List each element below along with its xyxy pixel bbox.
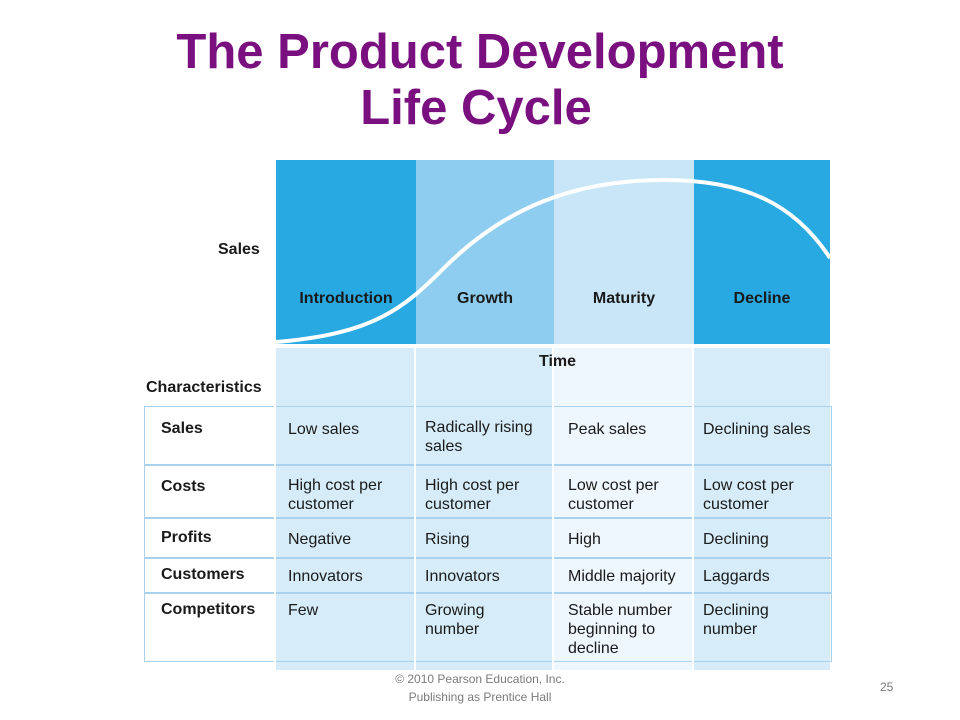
x-axis-label: Time xyxy=(539,353,577,370)
cell-costs-decline: Low cost per customer xyxy=(703,477,794,513)
cell-sales-decline: Declining sales xyxy=(703,421,811,438)
stage-label-introduction: Introduction xyxy=(299,290,393,307)
cell-competitors-introduction: Few xyxy=(288,602,319,619)
cell-costs-growth: High cost per customer xyxy=(425,477,520,513)
copyright-footer: © 2010 Pearson Education, Inc. Publishin… xyxy=(340,670,620,706)
column-bg-introduction xyxy=(276,348,414,670)
column-divider xyxy=(552,348,554,670)
column-bg-maturity xyxy=(554,348,692,670)
cell-costs-maturity: Low cost per customer xyxy=(568,477,659,513)
cell-profits-maturity: High xyxy=(568,531,601,548)
life-cycle-diagram: Introduction Growth Maturity Decline Sal… xyxy=(144,158,832,670)
cell-customers-growth: Innovators xyxy=(425,568,500,585)
row-divider xyxy=(144,557,832,559)
sales-curve-path xyxy=(275,177,832,344)
band-growth xyxy=(416,160,554,344)
column-divider xyxy=(274,348,276,670)
row-label-costs: Costs xyxy=(161,478,206,495)
title-line-2: Life Cycle xyxy=(360,81,592,135)
slide-title: The Product Development Life Cycle xyxy=(0,24,960,136)
page-number: 25 xyxy=(880,680,894,694)
band-introduction xyxy=(276,160,416,344)
characteristics-table xyxy=(144,406,832,662)
column-divider xyxy=(692,348,694,670)
cell-customers-maturity: Middle majority xyxy=(568,568,676,585)
y-axis-label: Sales xyxy=(218,241,260,258)
stage-label-decline: Decline xyxy=(733,290,791,307)
cell-costs-introduction: High cost per customer xyxy=(288,477,383,513)
cell-sales-introduction: Low sales xyxy=(288,421,360,438)
cell-customers-decline: Laggards xyxy=(703,568,770,585)
stage-label-growth: Growth xyxy=(457,290,513,307)
column-bg-growth xyxy=(416,348,552,670)
band-decline xyxy=(694,160,830,344)
cell-competitors-decline: Declining number xyxy=(703,602,769,638)
row-divider xyxy=(144,517,832,519)
row-label-customers: Customers xyxy=(161,566,245,583)
sales-curve xyxy=(275,177,832,344)
row-divider xyxy=(144,592,832,594)
cell-sales-maturity: Peak sales xyxy=(568,421,647,438)
cell-profits-growth: Rising xyxy=(425,531,470,548)
title-line-1: The Product Development xyxy=(176,25,784,79)
row-label-competitors: Competitors xyxy=(161,601,256,618)
row-label-sales: Sales xyxy=(161,420,203,437)
stage-label-maturity: Maturity xyxy=(592,290,656,307)
cell-profits-decline: Declining xyxy=(703,531,769,548)
row-label-profits: Profits xyxy=(161,529,212,546)
column-bg-decline xyxy=(694,348,830,670)
cell-competitors-maturity: Stable number beginning to decline xyxy=(568,602,673,657)
column-divider xyxy=(414,348,416,670)
cell-competitors-growth: Growing number xyxy=(425,602,485,638)
copyright-line-2: Publishing as Prentice Hall xyxy=(408,690,552,704)
cell-customers-introduction: Innovators xyxy=(288,568,363,585)
copyright-line-1: © 2010 Pearson Education, Inc. xyxy=(395,672,565,686)
cell-profits-introduction: Negative xyxy=(288,531,352,548)
characteristics-label: Characteristics xyxy=(146,379,262,396)
row-divider xyxy=(144,464,832,466)
cell-sales-growth: Radically rising sales xyxy=(425,419,533,455)
